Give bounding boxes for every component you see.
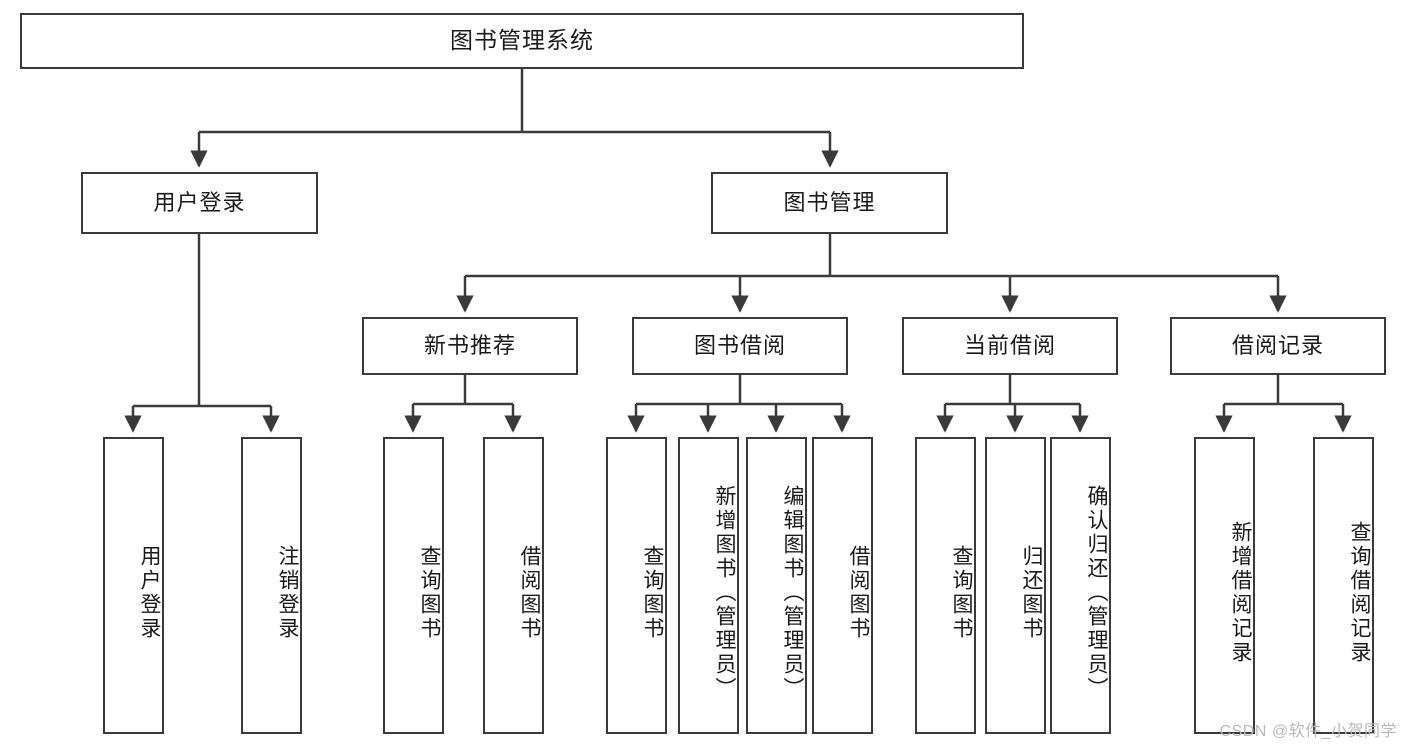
node-new-book-recommend[interactable]: 新书推荐: [362, 317, 578, 375]
node-leaf-logout-login[interactable]: 注销登录: [241, 437, 302, 734]
node-label: 查询图书: [641, 544, 664, 641]
node-leaf-query-borrow-record[interactable]: 查询借阅记录: [1313, 437, 1374, 734]
node-leaf-query-book-recommend[interactable]: 查询图书: [383, 437, 444, 734]
node-leaf-edit-book-admin[interactable]: 编辑图书（管理员）: [746, 437, 807, 734]
node-label: 借阅图书: [847, 544, 870, 641]
node-borrow-record[interactable]: 借阅记录: [1170, 317, 1386, 375]
node-label: 查询借阅记录: [1348, 520, 1371, 665]
node-leaf-borrow-book[interactable]: 借阅图书: [812, 437, 873, 734]
node-label: 新书推荐: [423, 332, 516, 358]
node-label: 编辑图书（管理员）: [781, 484, 804, 701]
node-label: 借阅图书: [518, 544, 541, 641]
node-leaf-add-borrow-record[interactable]: 新增借阅记录: [1194, 437, 1255, 734]
node-label: 查询图书: [950, 544, 973, 641]
node-current-borrow[interactable]: 当前借阅: [902, 317, 1118, 375]
node-label: 图书借阅: [693, 332, 786, 358]
node-label: 借阅记录: [1231, 332, 1324, 358]
node-leaf-return-book[interactable]: 归还图书: [985, 437, 1046, 734]
node-book-borrow[interactable]: 图书借阅: [632, 317, 848, 375]
node-label: 图书管理系统: [450, 27, 594, 54]
node-book-manage[interactable]: 图书管理: [711, 172, 948, 234]
node-leaf-user-login[interactable]: 用户登录: [103, 437, 164, 734]
node-label: 新增借阅记录: [1229, 520, 1252, 665]
node-leaf-confirm-return-admin[interactable]: 确认归还（管理员）: [1050, 437, 1111, 734]
node-leaf-query-book-current[interactable]: 查询图书: [915, 437, 976, 734]
node-leaf-add-book-admin[interactable]: 新增图书（管理员）: [678, 437, 739, 734]
node-label: 注销登录: [276, 544, 299, 641]
node-root-book-management-system[interactable]: 图书管理系统: [20, 13, 1024, 69]
node-label: 新增图书（管理员）: [713, 484, 736, 701]
node-label: 确认归还（管理员）: [1085, 484, 1108, 701]
node-label: 用户登录: [153, 189, 246, 215]
node-label: 查询图书: [418, 544, 441, 641]
node-label: 用户登录: [138, 544, 161, 641]
node-label: 归还图书: [1020, 544, 1043, 641]
node-user-login[interactable]: 用户登录: [81, 172, 318, 234]
watermark: CSDN @软件_小贺同学: [1219, 723, 1397, 740]
node-leaf-borrow-book-recommend[interactable]: 借阅图书: [483, 437, 544, 734]
node-leaf-query-book-borrow[interactable]: 查询图书: [606, 437, 667, 734]
node-label: 当前借阅: [963, 332, 1056, 358]
node-label: 图书管理: [783, 189, 876, 215]
